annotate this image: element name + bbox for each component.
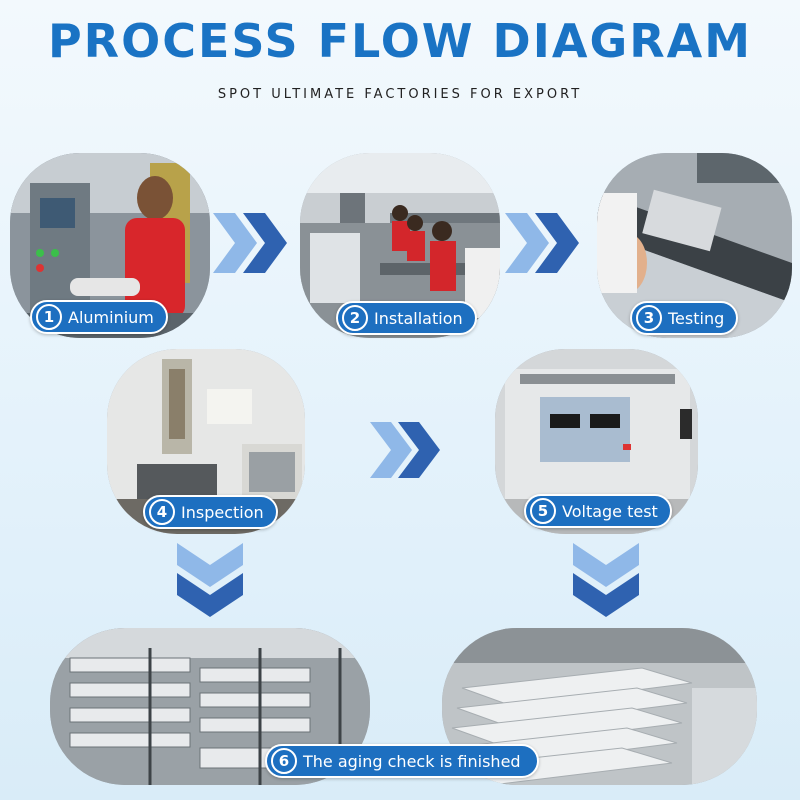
step-4-label: Inspection — [181, 502, 264, 522]
step-2-badge: 2 Installation — [336, 301, 477, 335]
page-title: PROCESS FLOW DIAGRAM — [47, 14, 753, 68]
step-3-label: Testing — [668, 308, 725, 328]
step-1-badge: 1 Aluminium — [30, 300, 168, 334]
step-1-photo — [10, 153, 210, 338]
chevron-right-arrow-2 — [505, 213, 579, 273]
step-4-badge: 4 Inspection — [143, 495, 278, 529]
step-2-number: 2 — [342, 305, 368, 331]
step-6-photo-right — [442, 628, 757, 785]
chevron-down-arrow-1 — [177, 543, 243, 617]
step-1-label: Aluminium — [68, 307, 154, 327]
page-subtitle: SPOT ULTIMATE FACTORIES FOR EXPORT — [217, 87, 583, 102]
step-6-number: 6 — [271, 748, 297, 774]
step-4-number: 4 — [149, 499, 175, 525]
chevron-right-arrow-3 — [370, 422, 440, 478]
chevron-right-arrow-1 — [213, 213, 287, 273]
step-5-number: 5 — [530, 498, 556, 524]
step-3-badge: 3 Testing — [630, 301, 739, 335]
step-5-badge: 5 Voltage test — [524, 494, 672, 528]
chevron-down-arrow-2 — [573, 543, 639, 617]
step-4-photo — [107, 349, 305, 534]
step-6-photo-left — [50, 628, 370, 785]
step-1-number: 1 — [36, 304, 62, 330]
step-6-label: The aging check is finished — [303, 751, 521, 771]
step-6-badge: 6 The aging check is finished — [265, 744, 539, 778]
step-5-label: Voltage test — [562, 501, 658, 521]
step-2-label: Installation — [374, 308, 463, 328]
step-3-number: 3 — [636, 305, 662, 331]
